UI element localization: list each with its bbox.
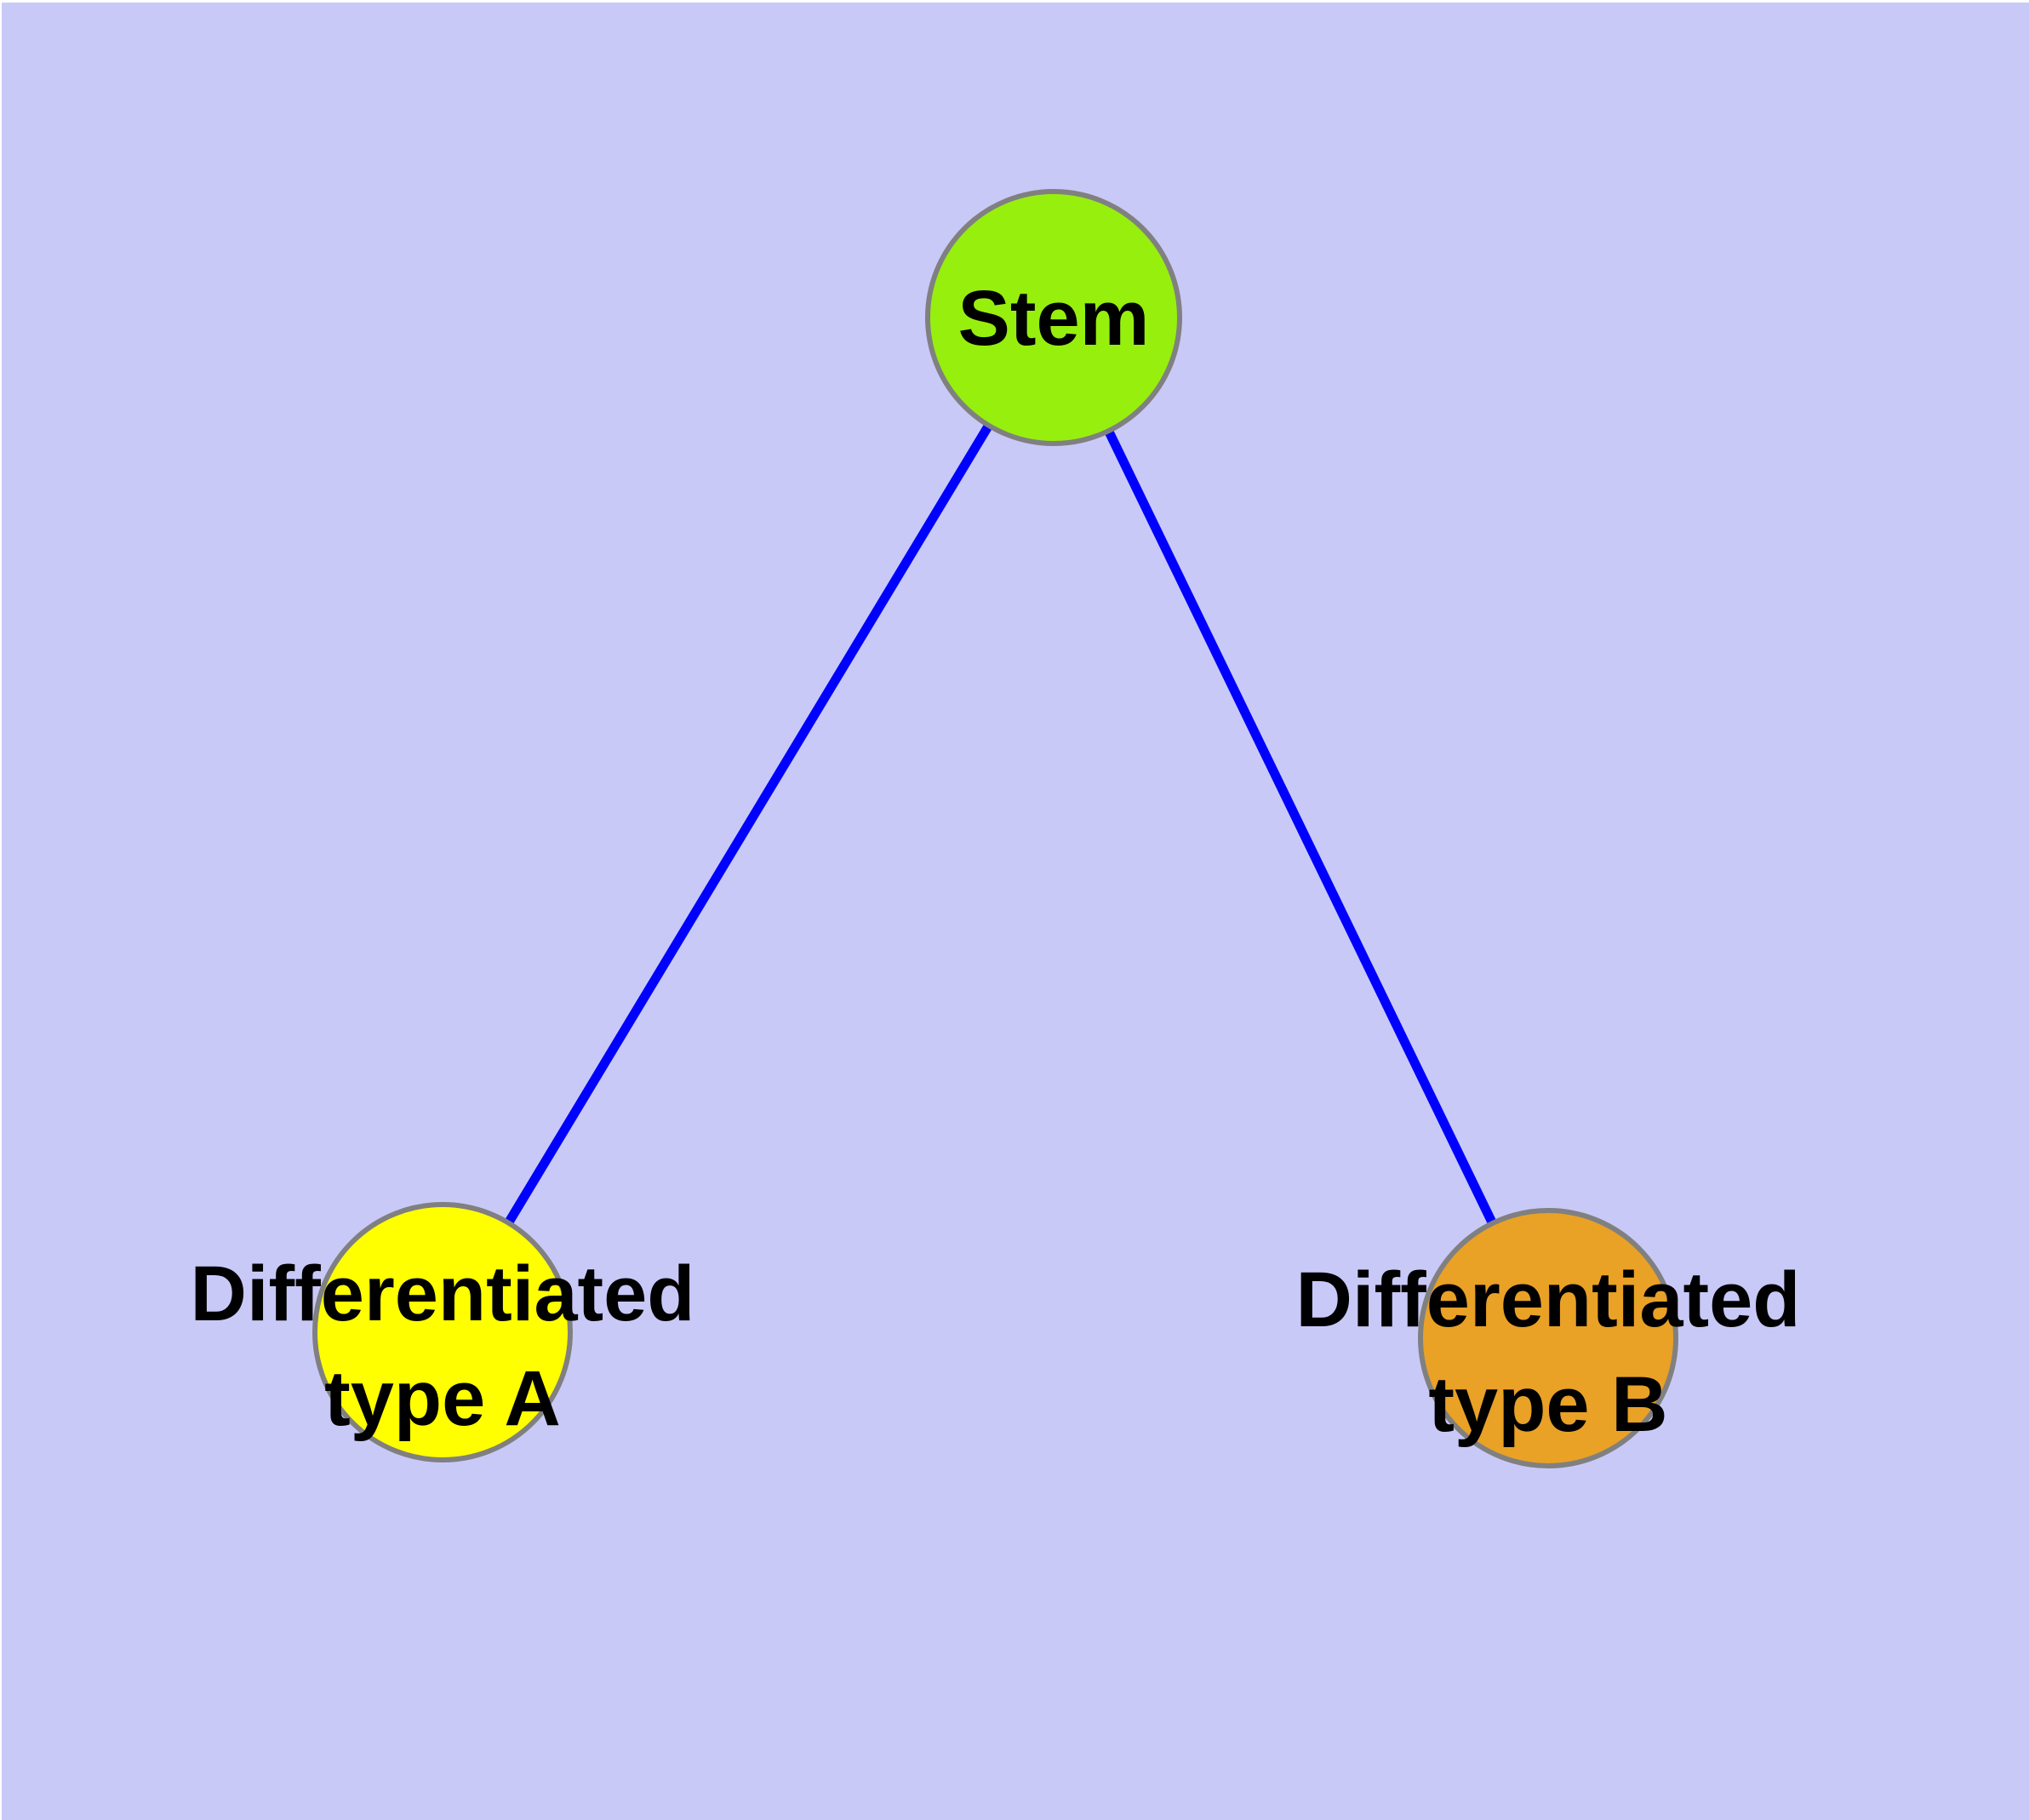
node-type-a-label-line2: type A bbox=[324, 1355, 561, 1442]
node-type-a-label-line1: Differentiated bbox=[191, 1251, 695, 1337]
node-type-b-label-line2: type B bbox=[1428, 1361, 1667, 1448]
node-differentiated-type-b bbox=[1418, 1208, 1678, 1468]
edge-stem-to-type-a bbox=[438, 315, 1058, 1335]
node-stem-label: Stem bbox=[958, 275, 1150, 362]
edge-stem-to-type-b bbox=[1049, 315, 1552, 1341]
node-type-b-label-line1: Differentiated bbox=[1296, 1256, 1801, 1343]
node-differentiated-type-a bbox=[312, 1202, 573, 1462]
node-stem bbox=[925, 189, 1182, 446]
